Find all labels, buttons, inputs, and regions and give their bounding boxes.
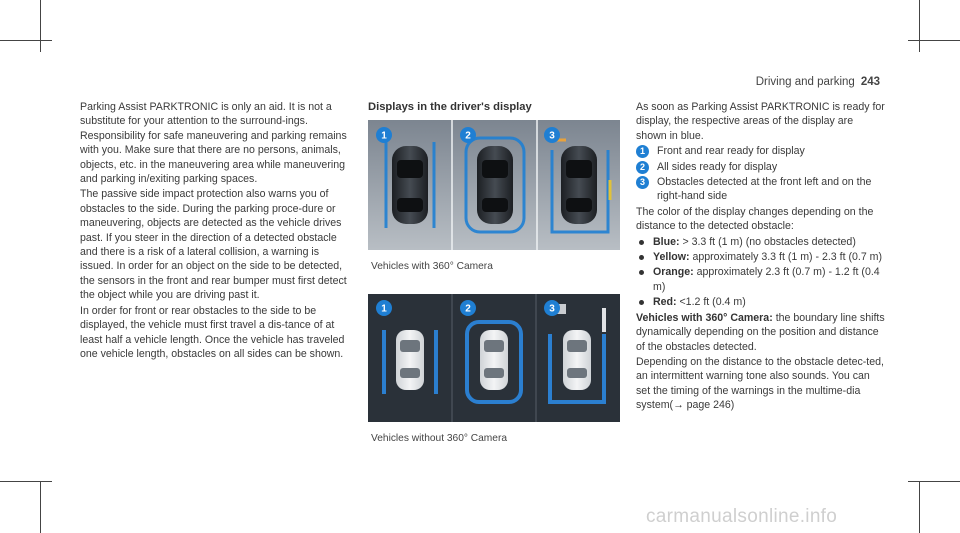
bullet-text: approximately 3.3 ft (1 m) - 2.3 ft (0.7… (692, 251, 883, 264)
paragraph: In order for front or rear obstacles to … (80, 304, 345, 360)
car-icon (561, 146, 597, 225)
running-header: Driving and parking 243 (756, 76, 880, 88)
header-title: Driving and parking (755, 76, 855, 88)
number-badge: 3 (636, 176, 649, 190)
crop-mark (919, 0, 920, 52)
bullet-item: Yellow: approximately 3.3 ft (1 m) - 2.3… (636, 250, 886, 264)
column-right: As soon as Parking Assist PARKTRONIC is … (636, 100, 886, 414)
numbered-item: 3 Obstacles detected at the front left a… (636, 175, 886, 204)
figure-caption: Vehicles without 360° Camera (371, 432, 508, 444)
column-left: Parking Assist PARKTRONIC is only an aid… (80, 100, 348, 362)
badge-label: 1 (381, 303, 387, 314)
display-figure-no-camera: 1 2 3 (368, 293, 620, 422)
bullet-label: Blue: (653, 235, 680, 248)
paragraph: Parking Assist PARKTRONIC is only an aid… (80, 101, 347, 186)
badge-label: 2 (465, 303, 471, 314)
crop-mark (40, 481, 41, 533)
bullet-item: Orange: approximately 2.3 ft (0.7 m) - 1… (636, 265, 886, 294)
display-figure-360-camera: 1 2 3 (368, 120, 620, 251)
camera-label: Vehicles with 360° Camera: (636, 311, 773, 324)
page-number: 243 (860, 76, 880, 88)
numbered-item: 1 Front and rear ready for display (636, 144, 886, 159)
bullet-label: Red: (653, 296, 677, 309)
section-title: Displays in the driver's display (368, 101, 532, 113)
bullet-text: approximately 2.3 ft (0.7 m) - 1.2 ft (0… (653, 266, 880, 293)
number-badges: 1 2 3 (376, 299, 560, 316)
car-icon (563, 329, 591, 390)
badge-label: 1 (381, 131, 387, 142)
number-badge: 2 (636, 160, 649, 174)
number-badges: 1 2 3 (376, 127, 560, 144)
paragraph: The color of the display changes dependi… (636, 205, 874, 233)
paragraph: Depending on the distance to the obstacl… (636, 355, 886, 413)
watermark: carmanualsonline.info (646, 506, 838, 527)
numbered-item-text: All sides ready for display (657, 160, 778, 173)
bullet-label: Yellow: (653, 251, 690, 264)
paragraph: As soon as Parking Assist PARKTRONIC is … (636, 101, 885, 142)
bullet-item: Red: <1.2 ft (0.4 m) (636, 295, 886, 309)
bullet-dot (639, 239, 644, 245)
panel-2 (454, 120, 536, 251)
bullet-item: Blue: > 3.3 ft (1 m) (no obstacles detec… (636, 235, 886, 249)
paragraph: Vehicles with 360° Camera: the boundary … (636, 311, 886, 354)
badge-label: 3 (549, 131, 555, 142)
panel-3 (548, 303, 606, 404)
numbered-item-text: Obstacles detected at the front left and… (657, 176, 872, 203)
bullet-dot (639, 300, 644, 306)
number-badge: 1 (636, 145, 649, 159)
car-icon (480, 329, 508, 390)
panel-1 (382, 329, 438, 394)
crop-mark (919, 481, 920, 533)
car-icon (392, 146, 428, 225)
crop-mark (908, 481, 960, 482)
badge-label: 3 (549, 303, 555, 314)
crop-mark (0, 40, 52, 41)
badge-label: 2 (465, 131, 471, 142)
bullet-dot (639, 255, 644, 261)
bullet-label: Orange: (653, 266, 694, 279)
numbered-item: 2 All sides ready for display (636, 160, 886, 174)
bullet-dot (639, 270, 644, 276)
panel-2 (465, 319, 523, 404)
crop-mark (40, 0, 41, 52)
figure-caption: Vehicles with 360° Camera (371, 261, 493, 273)
crop-mark (0, 481, 52, 482)
crop-mark (908, 40, 960, 41)
car-icon (477, 146, 513, 225)
numbered-item-text: Front and rear ready for display (657, 145, 805, 158)
bullet-text: > 3.3 ft (1 m) (no obstacles detected) (682, 235, 856, 248)
camera-text: the boundary line shifts dynamically dep… (636, 311, 885, 353)
car-icon (396, 329, 424, 390)
column-middle: Displays in the driver's display (368, 100, 624, 446)
page-reference-link[interactable]: Depending on the distance to the obstacl… (636, 355, 884, 412)
bullet-text: <1.2 ft (0.4 m) (679, 296, 746, 309)
paragraph: The passive side impact protection also … (80, 188, 347, 302)
